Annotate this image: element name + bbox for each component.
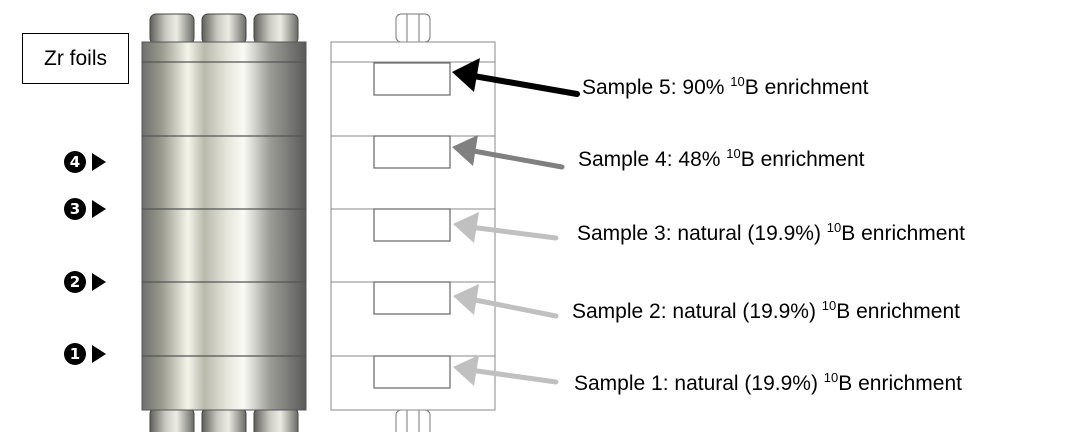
chevron-right-icon bbox=[92, 273, 106, 291]
sample-3-label: Sample 3: natural (19.9%) 10B enrichment bbox=[577, 220, 965, 245]
arrows bbox=[452, 58, 580, 386]
foil-marker-3: 3 bbox=[64, 196, 106, 222]
top-nuts bbox=[149, 13, 299, 45]
sample-slot-5 bbox=[373, 62, 451, 96]
chevron-right-icon bbox=[92, 200, 106, 218]
foil-marker-2: 2 bbox=[64, 269, 106, 295]
sample-slot-3 bbox=[373, 208, 451, 242]
sample-slots bbox=[373, 62, 451, 389]
arrow-sample-1 bbox=[453, 355, 559, 386]
arrow-sample-4 bbox=[452, 135, 565, 170]
sample-4-label: Sample 4: 48% 10B enrichment bbox=[578, 146, 865, 171]
foil-number-4: 4 bbox=[64, 151, 86, 173]
foil-number-3: 3 bbox=[64, 198, 86, 220]
bottom-nuts bbox=[149, 407, 299, 432]
chevron-right-icon bbox=[92, 345, 106, 363]
chevron-right-icon bbox=[92, 153, 106, 171]
sample-slot-4 bbox=[373, 135, 451, 169]
arrow-sample-2 bbox=[453, 284, 559, 319]
arrow-sample-3 bbox=[453, 212, 559, 243]
cylinder-assembly bbox=[141, 41, 307, 411]
foil-marker-1: 1 bbox=[64, 341, 106, 367]
foil-number-1: 1 bbox=[64, 343, 86, 365]
foil-marker-4: 4 bbox=[64, 149, 106, 175]
sample-2-label: Sample 2: natural (19.9%) 10B enrichment bbox=[572, 298, 960, 323]
sample-1-label: Sample 1: natural (19.9%) 10B enrichment bbox=[574, 370, 962, 395]
sample-slot-1 bbox=[373, 355, 451, 389]
foil-number-2: 2 bbox=[64, 271, 86, 293]
arrow-sample-5 bbox=[452, 58, 580, 97]
sample-5-label: Sample 5: 90% 10B enrichment bbox=[582, 74, 869, 99]
zr-foils-label: Zr foils bbox=[22, 33, 129, 84]
sample-slot-2 bbox=[373, 281, 451, 315]
